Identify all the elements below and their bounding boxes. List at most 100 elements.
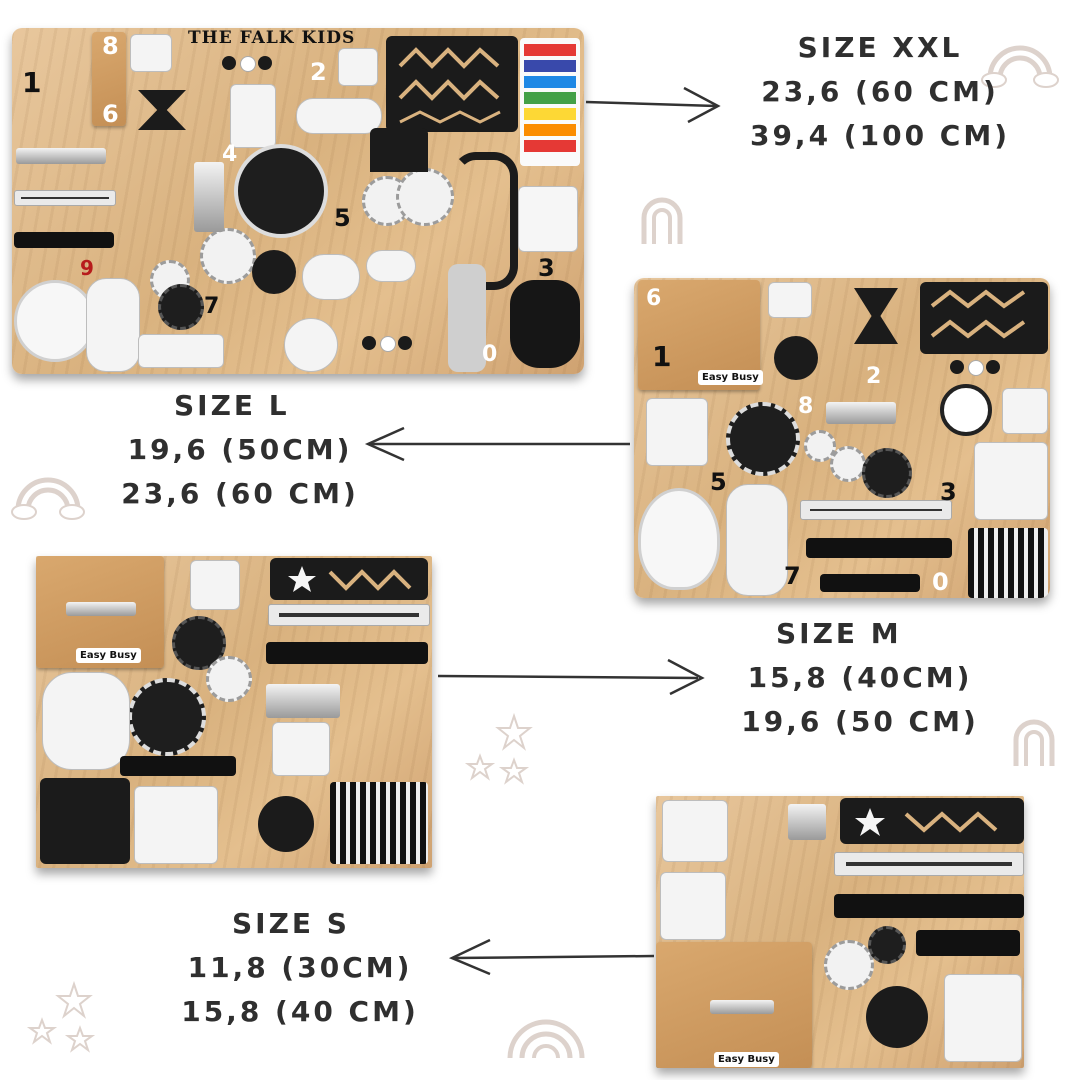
- easy-busy-tag: Easy Busy: [698, 370, 763, 385]
- size-line: 15,8 (40 CM): [181, 995, 419, 1028]
- board-digit: 7: [204, 294, 220, 319]
- rainbow-icon: [1013, 719, 1055, 766]
- spinner: [866, 986, 928, 1048]
- gear-dark: [158, 284, 204, 330]
- latch: [66, 602, 136, 616]
- board-digit: 6: [646, 286, 662, 311]
- zipper: [800, 500, 952, 520]
- arrow-left-icon: [448, 938, 655, 976]
- star-icon: [26, 980, 96, 1053]
- lock-plate: [788, 804, 826, 840]
- cloud-abacus: [366, 250, 416, 282]
- led-panel: [296, 98, 382, 134]
- zigzag-track: [930, 289, 1026, 339]
- size-line: 11,8 (30CM): [187, 951, 413, 984]
- size-title: SIZE S: [232, 907, 350, 940]
- light-switch: [272, 722, 330, 776]
- size-title: SIZE XXL: [797, 31, 963, 64]
- board-digit: 1: [22, 66, 42, 99]
- busy-board-s-image: Easy Busy: [656, 796, 1024, 1068]
- zigzag-track: [398, 47, 501, 124]
- rainbow-icon: [981, 45, 1059, 88]
- buckle-strap: [14, 232, 114, 248]
- size-title: SIZE L: [174, 389, 290, 422]
- rainbow-icon: [507, 1019, 585, 1059]
- busy-board-xxl-image: THE FALK KIDS 8 1 6 2: [12, 28, 584, 374]
- buckle-strap: [834, 894, 1024, 918]
- size-line: 23,6 (60 CM): [121, 477, 359, 510]
- shape-sorter: [518, 186, 578, 252]
- shape-panel: [40, 778, 130, 864]
- socket: [1002, 388, 1048, 434]
- socket: [130, 34, 172, 72]
- door-chain-latch: [266, 684, 340, 718]
- latch: [194, 162, 224, 232]
- velcro-strap: [120, 756, 236, 776]
- latch: [710, 1000, 774, 1014]
- board-digit: 7: [784, 562, 801, 590]
- door-handle: [16, 148, 106, 164]
- beads-top-3: [258, 56, 272, 70]
- velcro-strap: [916, 930, 1020, 956]
- bead-3: [986, 360, 1000, 374]
- button-board: [944, 974, 1022, 1062]
- shoe-laces: [42, 672, 130, 770]
- rainbow-icon: [11, 477, 85, 520]
- size-line: 39,4 (100 CM): [749, 119, 1011, 152]
- button-board: [646, 398, 708, 466]
- spiral-gear: [128, 678, 206, 756]
- board-digit: 5: [334, 204, 351, 232]
- bead-2: [380, 336, 396, 352]
- beads-top: [222, 56, 236, 70]
- board-digit: 2: [866, 364, 882, 389]
- size-line: 19,6 (50CM): [127, 433, 353, 466]
- busy-board-l-image: Easy Busy: [36, 556, 432, 868]
- spinner: [774, 336, 818, 380]
- spinner: [252, 250, 296, 294]
- board-digit: 6: [102, 100, 119, 128]
- size-xxl-label: SIZE XXL 23,6 (60 CM) 39,4 (100 CM): [720, 26, 1040, 158]
- strap-lower: [820, 574, 920, 592]
- easy-busy-tag: Easy Busy: [714, 1052, 779, 1067]
- xylophone: [520, 38, 580, 166]
- arrow-right-icon: [585, 86, 721, 124]
- tractor-wheel-2: [396, 168, 454, 226]
- owl-sequin: [510, 280, 580, 368]
- tractor: [370, 128, 428, 172]
- zigzag-track: [855, 808, 998, 836]
- maze-panel: [968, 528, 1048, 598]
- size-m-label: SIZE M 15,8 (40CM) 19,6 (50 CM): [700, 612, 1020, 744]
- socket: [190, 560, 240, 610]
- shape-sorter: [974, 442, 1048, 520]
- rainbow-icon: [641, 197, 683, 244]
- gear-dark: [868, 926, 906, 964]
- size-title: SIZE M: [776, 617, 902, 650]
- bead-1: [362, 336, 376, 350]
- arrow-left-icon: [364, 426, 630, 462]
- gear-large: [200, 228, 256, 284]
- light-switch: [338, 48, 378, 86]
- gear-dark: [172, 616, 226, 670]
- size-s-label: SIZE S 11,8 (30CM) 15,8 (40 CM): [140, 902, 460, 1034]
- board-digit: 0: [932, 568, 949, 596]
- easy-busy-tag: Easy Busy: [76, 648, 141, 663]
- size-l-label: SIZE L 19,6 (50CM) 23,6 (60 CM): [90, 384, 390, 516]
- button-board: [230, 84, 276, 148]
- gear-white: [830, 446, 866, 482]
- latch: [826, 402, 896, 424]
- wooden-door: [92, 32, 126, 126]
- star-icon: [464, 712, 533, 785]
- alarm-clock: [638, 488, 720, 590]
- board-digit: 3: [538, 254, 555, 282]
- zigzag-track: [288, 566, 412, 592]
- board-digit: 0: [482, 342, 498, 367]
- maze-panel: [330, 782, 428, 864]
- button-board: [134, 786, 218, 864]
- size-line: 19,6 (50 CM): [741, 705, 979, 738]
- busy-board-m-image: Easy Busy 6 1 2 8 5 3 7 0: [634, 278, 1050, 598]
- slider-bar: [138, 334, 224, 368]
- alarm-clock: [14, 280, 96, 362]
- socket: [662, 800, 728, 862]
- board-digit: 2: [310, 58, 327, 86]
- bead-1: [950, 360, 964, 374]
